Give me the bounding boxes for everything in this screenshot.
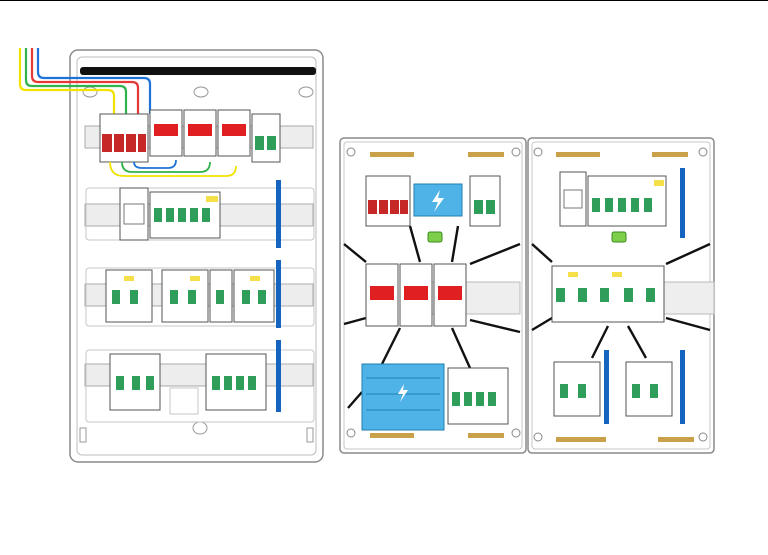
- neutral-bus-2: [604, 350, 609, 424]
- breaker-2pole: [251, 113, 281, 163]
- terminal-block-blue: [361, 363, 445, 431]
- lightning-icon: [398, 384, 408, 402]
- surge-protector: [413, 183, 463, 217]
- voltage-relay-2: [183, 109, 217, 157]
- incoming-wires: [18, 48, 152, 114]
- voltage-relay-3: [217, 109, 251, 157]
- level-icon: [611, 231, 627, 243]
- neutral-bus-2: [276, 260, 281, 328]
- neutral-bus-3: [680, 350, 685, 424]
- breaker-group-top: [587, 175, 667, 227]
- rcd-device: [119, 187, 149, 241]
- breaker-2pole: [469, 175, 501, 227]
- main-breaker-3pole: [365, 175, 411, 227]
- breaker-group-row2: [149, 191, 221, 239]
- rcd-device: [559, 171, 587, 227]
- voltage-relay-2: [399, 263, 433, 327]
- breaker-group-bottom: [447, 367, 509, 425]
- enclosure-left: [18, 48, 324, 463]
- breaker-group-bottom-right: [625, 361, 673, 417]
- neutral-bus-1: [276, 180, 281, 248]
- level-icon: [427, 231, 443, 243]
- enclosure-right: [527, 137, 715, 454]
- neutral-bus-1: [680, 168, 685, 238]
- voltage-relay-3: [433, 263, 467, 327]
- neutral-bus-3: [276, 340, 281, 412]
- lightning-icon: [432, 190, 444, 212]
- voltage-relay-1: [365, 263, 399, 327]
- voltage-relay-1: [149, 109, 183, 157]
- main-breaker-3pole: [99, 113, 149, 163]
- breaker-group-bottom-left: [553, 361, 601, 417]
- breaker-group-row3: [105, 269, 275, 323]
- enclosure-middle: [339, 137, 527, 454]
- breaker-group-middle: [551, 265, 665, 323]
- breaker-group-row4: [109, 353, 267, 411]
